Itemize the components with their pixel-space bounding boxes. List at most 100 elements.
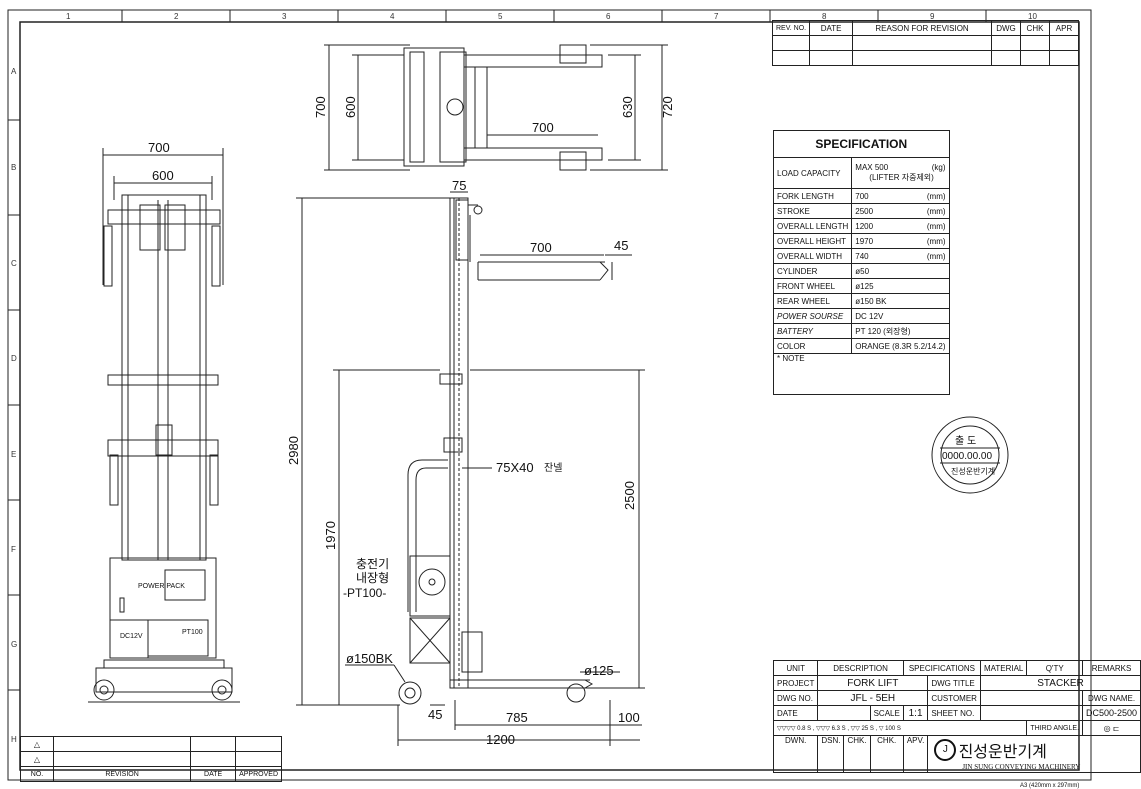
zone-col-1: 1: [66, 12, 71, 21]
zone-col-3: 3: [282, 12, 287, 21]
zone-col-6: 6: [606, 12, 611, 21]
side-dim-45: 45: [614, 238, 628, 253]
tb-dwg-no-label: DWG NO.: [772, 690, 819, 706]
rear-wheel-label: ø150BK: [346, 651, 393, 666]
zone-row-a: A: [11, 67, 17, 76]
spec-value: PT 120 (외장형): [851, 323, 950, 339]
side-view: [296, 191, 645, 746]
tb-company-en: JIN SUNG CONVEYING MACHINERY: [962, 762, 1081, 771]
tb-dsn: DSN.: [817, 735, 845, 773]
rev-date-header: DATE: [809, 20, 854, 36]
charger-line2: 내장형: [356, 571, 389, 585]
spec-value: ø150 BK: [851, 293, 950, 309]
revblock-date-header: DATE: [190, 766, 237, 782]
approval-stamp: [931, 416, 1009, 494]
side-dim-1200: 1200: [486, 732, 515, 747]
tb-third-angle: THIRD ANGLE.: [1026, 720, 1084, 736]
tb-chk1: CHK.: [843, 735, 871, 773]
tb-sheet-no-label: SHEET NO.: [927, 705, 981, 721]
spec-value: 1970: [855, 236, 874, 246]
spec-row-name: FORK LENGTH: [772, 188, 853, 204]
zone-row-e: E: [11, 450, 16, 459]
top-dim-720: 720: [660, 96, 675, 118]
spec-value: 1200: [855, 221, 874, 231]
stamp-top: 출 도: [955, 435, 976, 447]
specification-table: SPECIFICATION LOAD CAPACITY MAX 500 (kg)…: [772, 130, 950, 395]
drawing-sheet: 1 2 3 4 5 6 7 8 9 10 A B C D E F G H: [7, 9, 1141, 789]
tb-dwg-name-label: DWG NAME.: [1082, 690, 1141, 706]
stamp-date: 0000.00.00: [942, 451, 992, 462]
zone-row-f: F: [11, 545, 16, 554]
top-dim-700: 700: [313, 96, 328, 118]
zone-col-7: 7: [714, 12, 719, 21]
front-view: [88, 148, 240, 703]
spec-row-name: STROKE: [772, 203, 853, 219]
third-angle-projection-icon: ◎ ⊏: [1082, 720, 1141, 736]
top-dim-600: 600: [343, 96, 358, 118]
revision-table: REV. NO. DATE REASON FOR REVISION DWG CH…: [771, 20, 1079, 66]
spec-unit: (mm): [926, 221, 946, 231]
spec-row-name: OVERALL WIDTH: [772, 248, 853, 264]
power-pack-label: POWER PACK: [138, 583, 185, 590]
company-logo-icon: J: [934, 738, 957, 761]
spec-row-name: BATTERY: [772, 323, 853, 339]
rev-apr-header: APR: [1049, 20, 1079, 36]
front-wheel-label: ø125: [584, 663, 614, 678]
zone-row-h: H: [11, 735, 17, 744]
zone-row-g: G: [11, 640, 17, 649]
dc12v-label: DC12V: [120, 633, 143, 640]
spec-row-value: MAX 500 (kg) (LIFTER 자중제외): [851, 157, 950, 189]
zone-col-8: 8: [822, 12, 827, 21]
tb-specifications: SPECIFICATIONS: [902, 660, 981, 676]
spec-unit: (mm): [926, 191, 946, 201]
spec-row-name: COLOR: [772, 338, 853, 354]
revblock-revision-header: REVISION: [52, 766, 192, 782]
triangle-icon: △: [20, 736, 54, 752]
spec-unit: (mm): [926, 236, 946, 246]
revision-block: △ △ NO. REVISION DATE APPROVED: [20, 736, 282, 782]
charger-line1: 충전기: [356, 557, 389, 571]
zone-col-9: 9: [930, 12, 935, 21]
front-dim-700: 700: [148, 140, 170, 155]
tb-material: MATERIAL: [979, 660, 1028, 676]
side-dim-2500: 2500: [622, 481, 637, 510]
channel-label: 75X40: [496, 460, 534, 475]
tb-apv: APV.: [902, 735, 929, 773]
zone-ticks: [8, 10, 987, 691]
spec-row-name: OVERALL LENGTH: [772, 218, 853, 234]
spec-row-name: LOAD CAPACITY: [772, 157, 853, 189]
front-dim-600: 600: [152, 168, 174, 183]
drawing-canvas: 1 2 3 4 5 6 7 8 9 10 A B C D E F G H: [7, 9, 1092, 789]
pt100-label: PT100: [182, 629, 203, 636]
spec-value: 2500: [855, 206, 874, 216]
zone-col-10: 10: [1028, 12, 1037, 21]
spec-value: 740: [855, 251, 869, 261]
top-dim-fork-700: 700: [532, 120, 554, 135]
spec-value: 700: [855, 191, 869, 201]
stamp-company: 진성운반기계: [951, 466, 995, 476]
side-dim-700: 700: [530, 240, 552, 255]
tb-dwg-title: STACKER: [979, 675, 1141, 691]
zone-row-d: D: [11, 354, 17, 363]
spec-note-load: (LIFTER 자중제외): [869, 173, 934, 182]
spec-row-name: OVERALL HEIGHT: [772, 233, 853, 249]
side-dim-1970: 1970: [323, 521, 338, 550]
rev-reason-header: REASON FOR REVISION: [852, 20, 992, 36]
spec-row-name: POWER SOURSE: [772, 308, 853, 324]
zone-col-5: 5: [498, 12, 503, 21]
tb-dwg-name: DC500-2500: [1082, 705, 1141, 721]
sheet-size: A3 (420mm x 297mm): [1020, 783, 1079, 789]
tb-dwg-title-label: DWG TITLE: [927, 675, 981, 691]
side-dim-45b: 45: [428, 707, 442, 722]
triangle-icon: △: [20, 751, 54, 767]
tb-unit: UNIT: [772, 660, 819, 676]
title-block: UNIT DESCRIPTION SPECIFICATIONS MATERIAL…: [772, 660, 1141, 773]
tb-company-kr: 진성운반기계: [958, 741, 1047, 761]
rev-no-header: REV. NO.: [771, 20, 811, 36]
tb-description: DESCRIPTION: [817, 660, 904, 676]
rev-dwg-header: DWG: [991, 20, 1021, 36]
zone-col-2: 2: [174, 12, 179, 21]
revblock-no-header: NO.: [20, 766, 54, 782]
tb-project: FORK LIFT: [817, 675, 929, 691]
spec-note: * NOTE: [773, 353, 950, 395]
